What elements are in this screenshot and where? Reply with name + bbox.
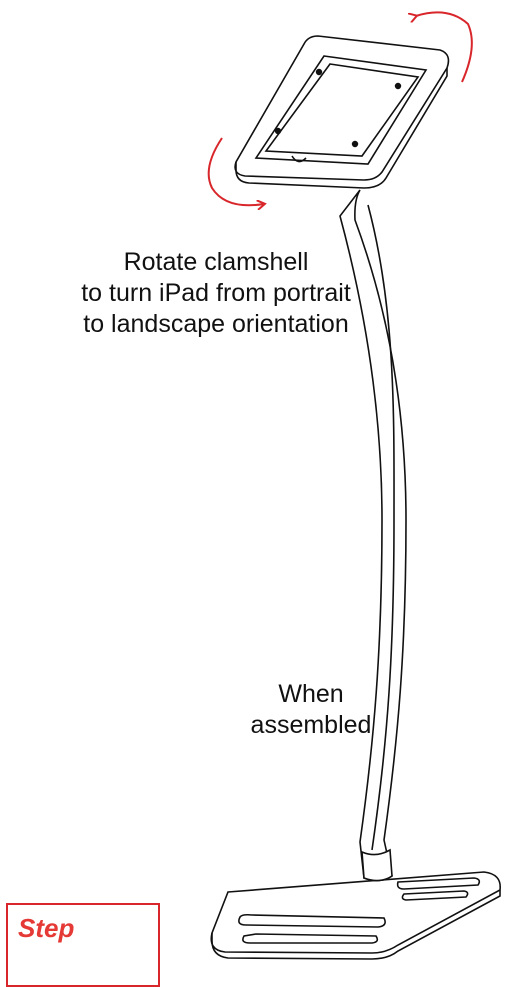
rotate-clamshell-caption: Rotate clamshell to turn iPad from portr… [0, 247, 432, 340]
ipad-stand-illustration [207, 11, 501, 960]
base-slot-front-inner [242, 933, 379, 944]
base-slot-back-inner [401, 890, 469, 901]
screw-hole [351, 140, 359, 148]
caption-line: assembled [250, 711, 372, 739]
when-assembled-caption: When assembled [230, 679, 392, 741]
caption-line: to landscape orientation [83, 310, 349, 338]
caption-line: Rotate clamshell [123, 248, 309, 276]
rotate-arrow-bottom-icon [207, 137, 264, 205]
step-callout-text: Step [18, 913, 75, 943]
pole-highlight [367, 204, 395, 851]
home-button-notch [291, 155, 307, 163]
curved-pole [339, 189, 407, 882]
clamshell-screen-recess [264, 63, 420, 157]
caption-line: to turn iPad from portrait [81, 279, 351, 307]
base-slot-back [396, 877, 481, 890]
screw-hole [315, 68, 323, 76]
pole-collar [361, 848, 393, 882]
base-plate [210, 871, 501, 960]
step-callout-box: Step [6, 903, 160, 987]
caption-line: When [278, 680, 344, 708]
clamshell [234, 35, 450, 189]
screw-hole [394, 82, 402, 90]
rotate-arrow-top-icon [416, 11, 473, 83]
clamshell-edge [235, 68, 448, 189]
screw-hole [274, 127, 282, 135]
base-slot-front [238, 913, 386, 928]
